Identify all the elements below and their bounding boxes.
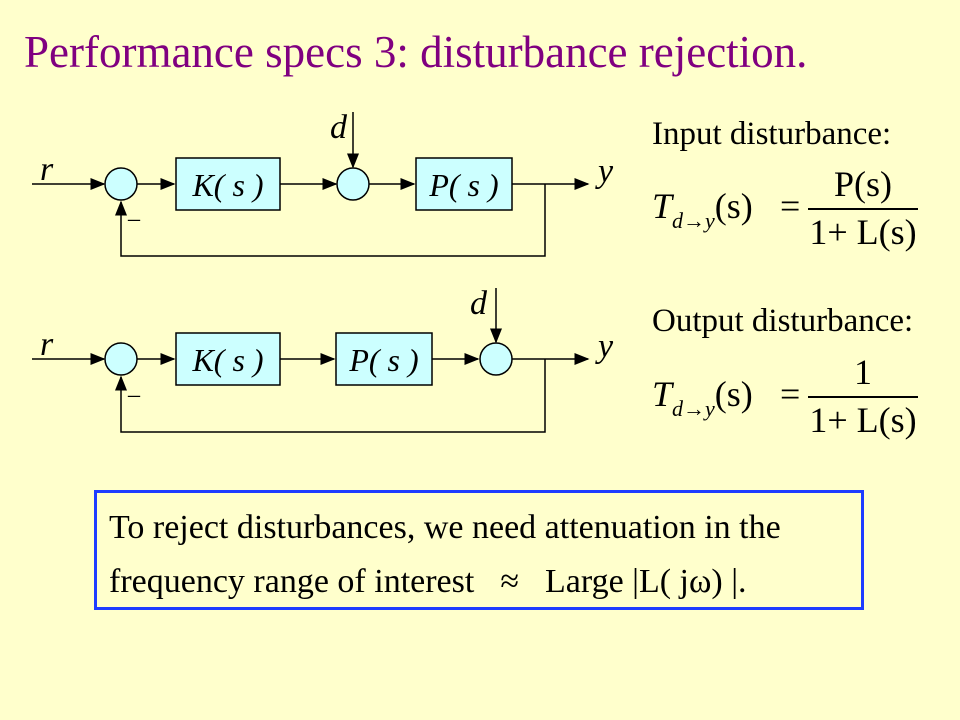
denominator: 1+ L(s)	[809, 212, 917, 252]
conclusion-text: frequency range of interest	[109, 563, 475, 601]
input-disturbance-formula: Td→y(s) = P(s) 1+ L(s)	[652, 166, 952, 256]
fraction: P(s) 1+ L(s)	[808, 166, 918, 250]
reference-label: r	[40, 151, 54, 188]
numerator: 1	[854, 352, 872, 392]
equals-sign: =	[780, 186, 801, 226]
minus-sign: _	[127, 198, 141, 224]
fraction-bar	[808, 396, 918, 398]
plant-block	[335, 332, 433, 386]
diagram-output-disturbance: r K( s ) P( s ) d y _	[32, 285, 614, 433]
output-disturbance-heading: Output disturbance:	[652, 303, 914, 339]
input-disturbance-heading: Input disturbance:	[652, 116, 892, 152]
controller-block	[175, 157, 281, 211]
disturbance-label: d	[470, 285, 488, 322]
conclusion-line-2: frequency range of interest ≈ Large |L( jω…	[109, 555, 861, 609]
fraction-bar	[808, 208, 918, 210]
diagram-input-disturbance: r K( s ) d P( s ) y _	[32, 109, 614, 257]
conclusion-math: Large |L( jω) |.	[545, 563, 747, 601]
transfer-function-lhs: Td→y(s)	[652, 374, 753, 421]
feedback-path	[115, 359, 546, 433]
equals-sign: =	[780, 374, 801, 414]
controller-label: K( s )	[191, 167, 263, 203]
summing-junction-1	[104, 167, 138, 201]
conclusion-line-1: To reject disturbances, we need attenuat…	[109, 509, 781, 546]
plant-block	[415, 157, 513, 211]
denominator: 1+ L(s)	[809, 400, 917, 440]
approx-symbol: ≈	[500, 563, 519, 601]
transfer-function-lhs: Td→y(s)	[652, 186, 753, 233]
disturbance-junction-2	[479, 342, 513, 376]
output-disturbance-formula: Td→y(s) = 1 1+ L(s)	[652, 354, 952, 444]
disturbance-junction-1	[336, 167, 370, 201]
output-label: y	[595, 153, 614, 190]
plant-label: P( s )	[428, 167, 498, 203]
controller-label: K( s )	[191, 342, 263, 378]
disturbance-label: d	[330, 109, 348, 146]
slide-title: Performance specs 3: disturbance rejecti…	[24, 27, 808, 77]
plant-label: P( s )	[348, 342, 418, 378]
reference-label: r	[40, 326, 54, 363]
feedback-path	[115, 184, 546, 257]
fraction: 1 1+ L(s)	[808, 354, 918, 438]
conclusion-box: To reject disturbances, we need attenuat…	[94, 490, 864, 610]
summing-junction-2	[104, 342, 138, 376]
output-label: y	[595, 328, 614, 365]
minus-sign: _	[127, 374, 141, 400]
numerator: P(s)	[833, 164, 892, 204]
